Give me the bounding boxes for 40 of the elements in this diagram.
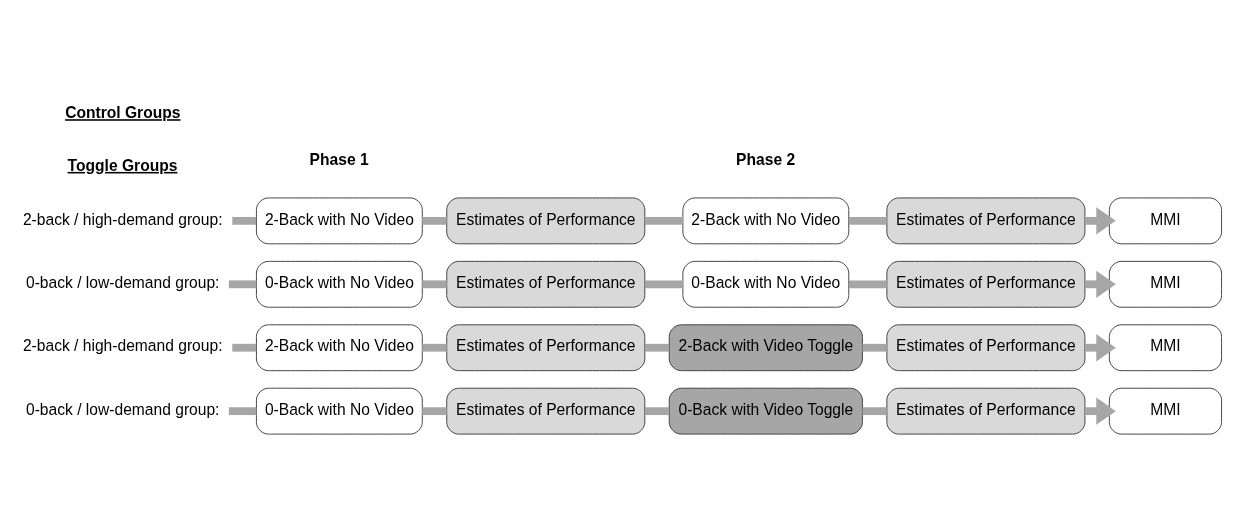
node-box: 0-Back with No Video: [682, 260, 850, 308]
node-box: Estimates of Performance: [446, 323, 646, 371]
node-box: 2-Back with No Video: [255, 196, 423, 244]
node-box: Estimates of Performance: [446, 196, 646, 244]
label: Control Groups: [65, 103, 181, 121]
node-box: Estimates of Performance: [886, 260, 1086, 308]
connector: [644, 343, 670, 352]
connector: [862, 406, 887, 415]
connector: [848, 279, 887, 288]
node-box: 2-Back with No Video: [255, 323, 423, 371]
node-box: Estimates of Performance: [446, 260, 646, 308]
connector: [422, 343, 447, 352]
node-box: 0-Back with Video Toggle: [668, 387, 863, 435]
label: Phase 2: [736, 150, 796, 168]
connector: [644, 216, 683, 225]
label: Phase 1: [309, 150, 369, 168]
node-box: MMI: [1108, 323, 1223, 371]
node-box: Estimates of Performance: [446, 387, 646, 435]
connector: [422, 406, 447, 415]
node-box: 2-Back with No Video: [682, 196, 850, 244]
node-box: 0-Back with No Video: [255, 387, 423, 435]
connector: [644, 279, 683, 288]
node-text: 2-back / high-demand group:: [22, 336, 223, 354]
connector: [422, 279, 447, 288]
node-text: 2-back / high-demand group:: [22, 210, 223, 228]
connector: [848, 216, 887, 225]
node-box: Estimates of Performance: [886, 196, 1086, 244]
label: Toggle Groups: [67, 156, 178, 174]
node-box: 0-Back with No Video: [255, 260, 423, 308]
node-text: 0-back / low-demand group:: [25, 400, 220, 418]
node-box: MMI: [1108, 387, 1223, 435]
node-text: 0-back / low-demand group:: [25, 273, 220, 291]
node-box: 2-Back with Video Toggle: [668, 323, 863, 371]
connector: [644, 406, 670, 415]
node-box: MMI: [1108, 260, 1223, 308]
node-box: MMI: [1108, 196, 1223, 244]
connector: [422, 216, 447, 225]
node-box: Estimates of Performance: [886, 387, 1086, 435]
node-box: Estimates of Performance: [886, 323, 1086, 371]
connector: [862, 343, 887, 352]
